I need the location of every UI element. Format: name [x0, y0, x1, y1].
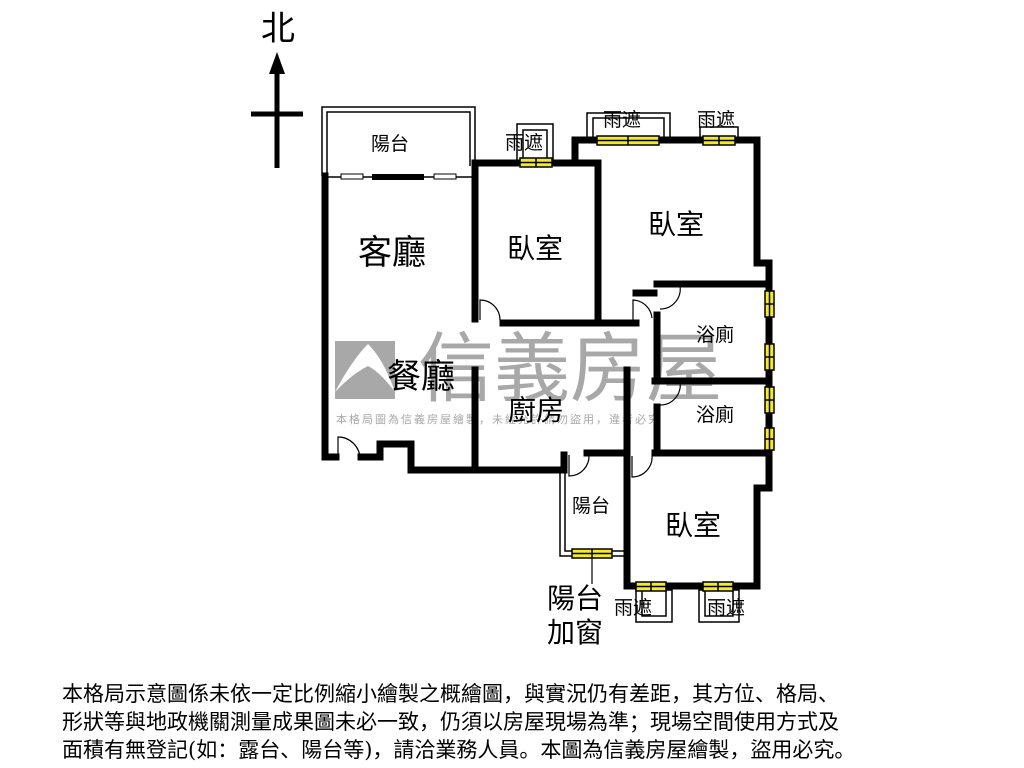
awning-label-2: 雨遮 [603, 109, 641, 131]
window-bedroom1 [519, 157, 553, 168]
window-bedroom3a [635, 581, 667, 592]
window-bedroom2a [596, 135, 660, 146]
window-bath2b [764, 427, 775, 451]
door-bedroom3-icon [631, 454, 653, 478]
door-bath2-icon [659, 381, 681, 406]
watermark-notice: 本格局圖為信義房屋繪製，未經允許請勿盜用，違者必究 [336, 412, 661, 426]
disclaimer-line-1: 本格局示意圖係未依一定比例縮小繪製之概繪圖，與實況仍有差距，其方位、格局、 [62, 682, 839, 706]
window-bath2a [764, 386, 775, 414]
awning-label-5: 雨遮 [707, 597, 745, 619]
disclaimer: 本格局示意圖係未依一定比例縮小繪製之概繪圖，與實況仍有差距，其方位、格局、 形狀… [62, 680, 1002, 764]
awning-label-1: 雨遮 [505, 132, 543, 154]
room-label-living-room: 客廳 [358, 233, 426, 273]
balcony-south-outline [559, 470, 624, 557]
room-label-bedroom-2: 臥室 [648, 208, 704, 241]
windows [519, 135, 775, 592]
floor-plan: 信義房屋 本格局圖為信義房屋繪製，未經允許請勿盜用，違者必究 北 [251, 9, 775, 649]
doors [337, 285, 681, 478]
sinyi-logo-icon [335, 341, 395, 399]
window-bath1b [764, 343, 775, 371]
window-bedroom3b [702, 581, 734, 592]
walls [321, 136, 773, 590]
north-compass: 北 [251, 9, 303, 168]
door-bath1-icon [659, 285, 681, 310]
awning-label-3: 雨遮 [697, 109, 735, 131]
window-bedroom2b [702, 135, 736, 146]
room-label-bathroom-1: 浴廁 [696, 323, 734, 346]
room-label-dining-room: 餐廳 [387, 357, 455, 397]
room-label-balcony-north: 陽台 [371, 133, 409, 155]
watermark: 信義房屋 本格局圖為信義房屋繪製，未經允許請勿盜用，違者必究 [335, 324, 722, 426]
disclaimer-line-2: 形狀等與地政機關測量成果圖未必一致，仍須以房屋現場為準；現場空間使用方式及 [62, 710, 839, 734]
window-bath1a [764, 290, 775, 318]
door-bedroom1-icon [479, 299, 501, 321]
sliding-door [322, 173, 475, 180]
door-entrance-icon [337, 436, 361, 460]
annotation-line-2: 加窗 [547, 616, 603, 649]
balcony-north-outline [321, 106, 476, 176]
north-label: 北 [261, 9, 295, 49]
awning-label-4: 雨遮 [614, 597, 652, 619]
north-arrow-icon [251, 52, 303, 168]
room-label-balcony-south: 陽台 [572, 495, 610, 517]
window-balcony-south [571, 548, 613, 559]
door-balcony-icon [568, 454, 590, 477]
room-label-bedroom-1: 臥室 [507, 232, 563, 265]
room-label-kitchen: 廚房 [508, 394, 564, 427]
room-label-bedroom-3: 臥室 [665, 509, 721, 542]
room-label-bathroom-2: 浴廁 [696, 403, 734, 426]
disclaimer-line-3: 面積有無登記(如：露台、陽台等)，請洽業務人員。本圖為信義房屋繪製，盜用必究。 [62, 738, 856, 762]
watermark-brand: 信義房屋 [418, 324, 722, 413]
annotation-line-1: 陽台 [547, 582, 603, 615]
door-corridor-icon [632, 299, 653, 320]
